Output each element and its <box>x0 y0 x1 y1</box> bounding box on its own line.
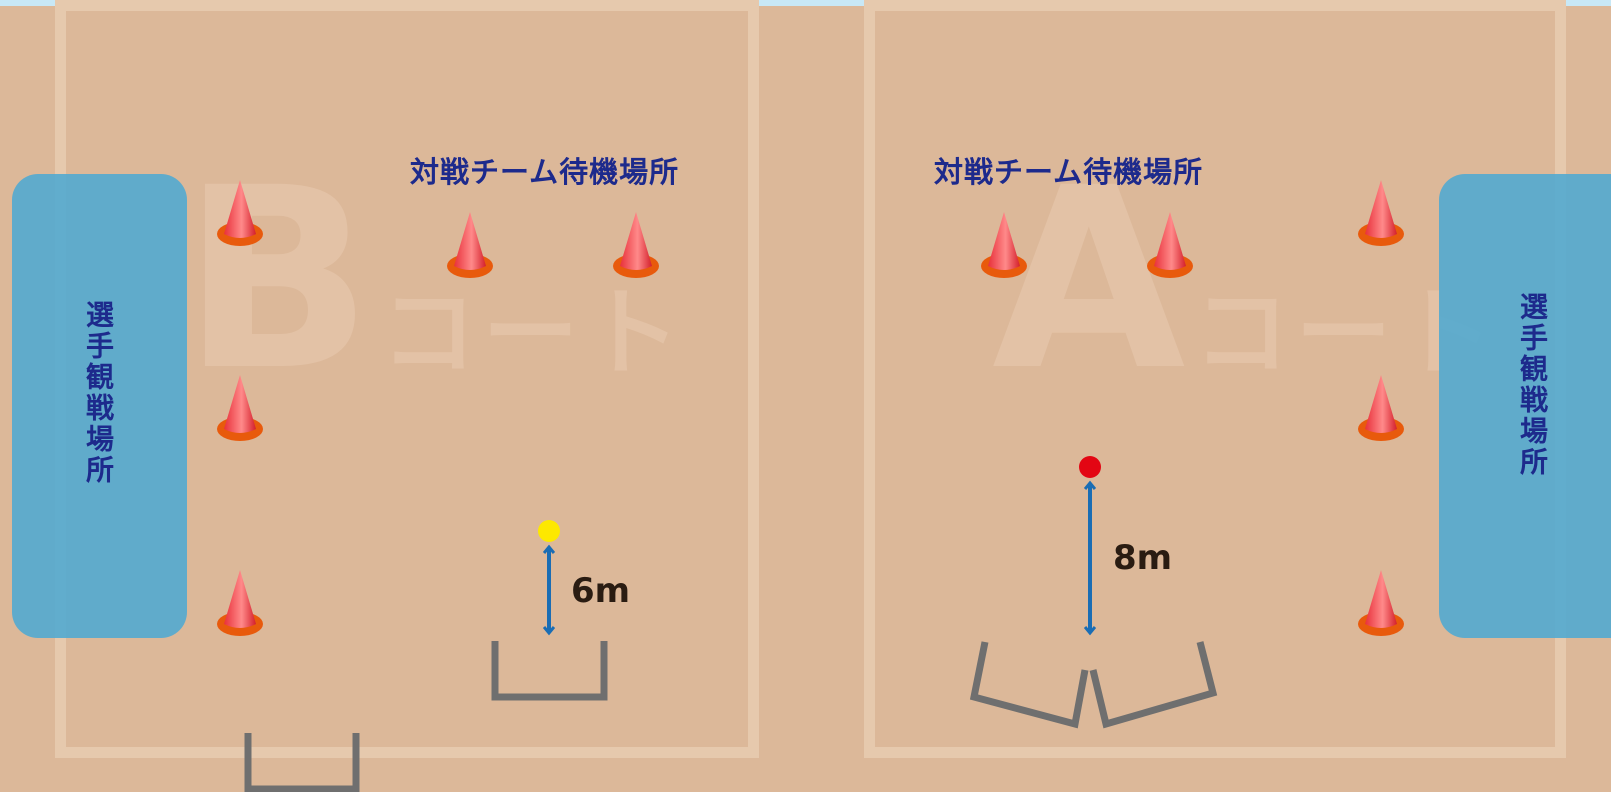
court-a-distance-label: 8m <box>1113 538 1173 578</box>
court-a-spectator-area <box>1439 174 1611 638</box>
court-a-ball <box>1079 456 1101 478</box>
court-b-distance-label: 6m <box>571 571 631 611</box>
cone-marker <box>1358 180 1404 246</box>
cone-marker <box>1358 375 1404 441</box>
cone-marker <box>981 212 1027 278</box>
cone-marker <box>1358 570 1404 636</box>
court-a-watermark-letter: A <box>992 134 1185 425</box>
court-b-second-goal-frame <box>244 733 360 792</box>
court-b-goal-frame <box>491 641 608 701</box>
cone-marker <box>217 570 263 636</box>
court-b-watermark-word: コート <box>380 277 687 389</box>
cone-marker <box>447 212 493 278</box>
cone-marker <box>1147 212 1193 278</box>
court-b-watermark-letter: B <box>182 134 373 425</box>
court-b-ball <box>538 520 560 542</box>
court-b-spectator-area <box>12 174 187 638</box>
court-a-goal-frame <box>969 641 1218 729</box>
court-b-waiting-area-label: 対戦チーム待機場所 <box>410 155 680 189</box>
cone-marker <box>217 180 263 246</box>
cone-marker <box>217 375 263 441</box>
court-a-waiting-area-label: 対戦チーム待機場所 <box>934 155 1204 189</box>
cone-marker <box>613 212 659 278</box>
court-b-spectator-area-label: 選手観戦場所 <box>82 300 115 486</box>
top-border <box>0 0 1611 6</box>
court-a-spectator-area-label: 選手観戦場所 <box>1516 292 1549 478</box>
